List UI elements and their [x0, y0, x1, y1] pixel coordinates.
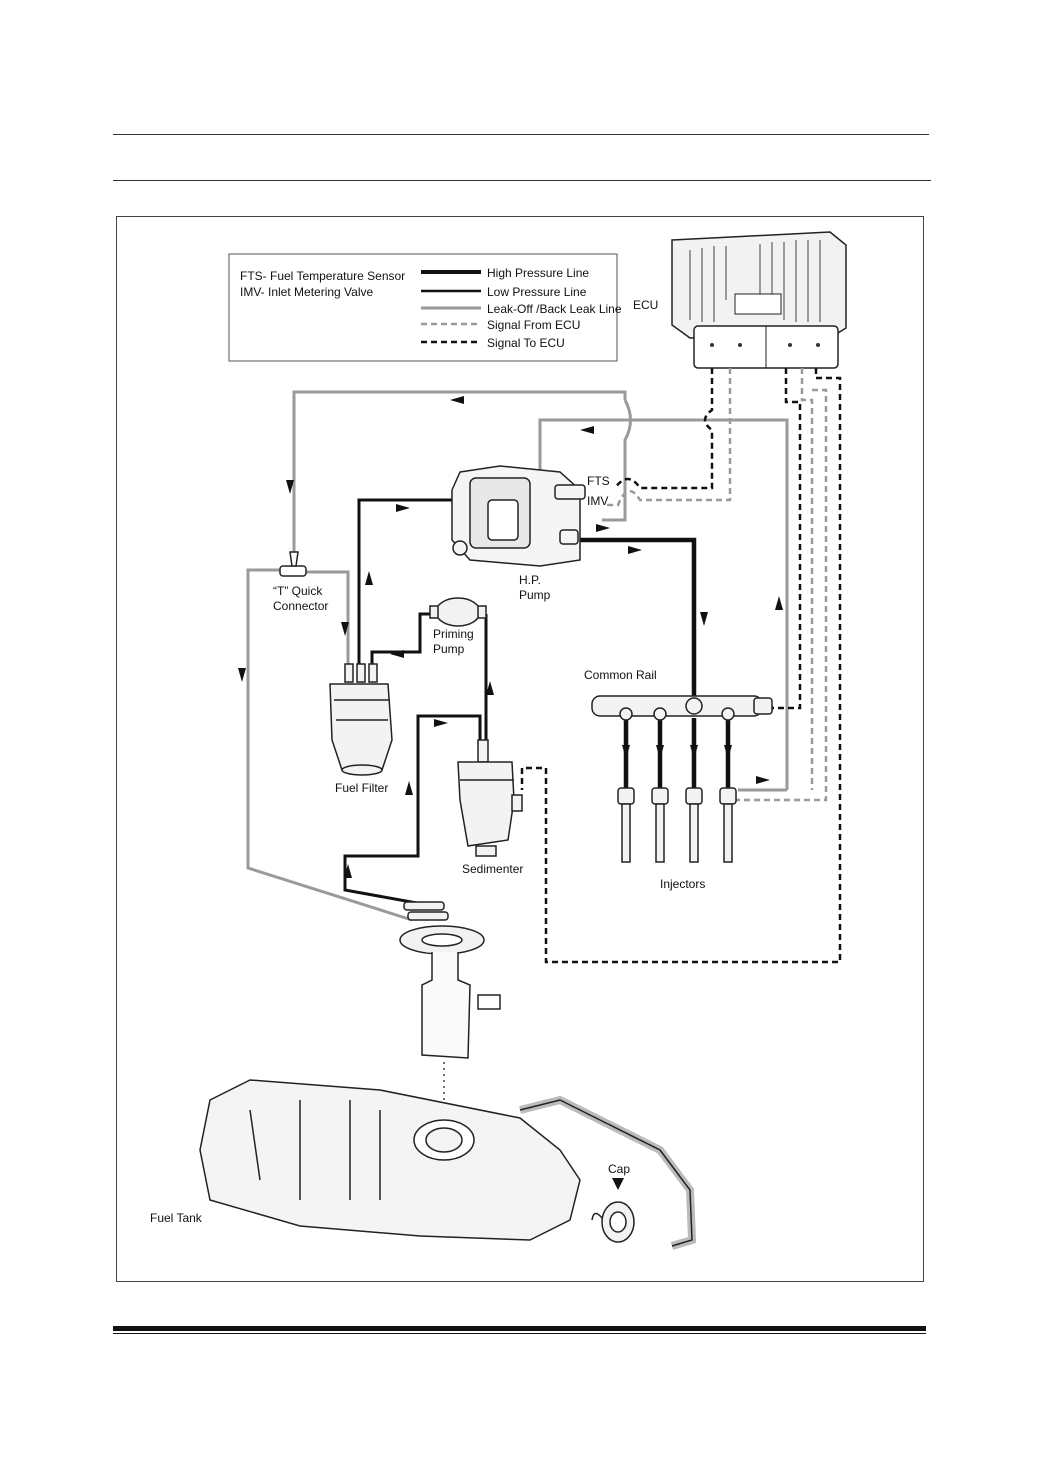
arrow-priming-left [390, 650, 404, 658]
signal-to-ecu-lines [520, 368, 842, 964]
legend-abbr-imv: IMV- Inlet Metering Valve [240, 285, 373, 299]
t-quick-connector [279, 551, 307, 577]
diagram-frame [116, 216, 924, 1282]
header-rule-top [113, 134, 929, 135]
injector-1 [617, 787, 635, 863]
injectors [617, 787, 737, 863]
arrow-cap-down [612, 1178, 624, 1190]
fuel-cap [591, 1201, 635, 1243]
imv-label: IMV [587, 494, 608, 508]
high-pressure-lines [570, 537, 731, 790]
legend-item-signal-from-ecu: Signal From ECU [487, 318, 580, 332]
legend: FTS- Fuel Temperature Sensor IMV- Inlet … [228, 253, 622, 362]
priming-pump [429, 597, 487, 627]
legend-item-leak-off: Leak-Off /Back Leak Line [487, 302, 622, 316]
arrow-tank-return-down [238, 668, 246, 682]
ecu-label: ECU [633, 298, 658, 312]
arrow-sedimenter-right [434, 719, 448, 727]
fuel-pump-module [399, 901, 501, 1059]
fuel-filter [329, 663, 393, 776]
fuel-tank [199, 1079, 697, 1250]
arrow-lp-right [396, 504, 410, 512]
hp-pump-label-line2: Pump [519, 588, 551, 602]
arrow-priming-up [486, 681, 494, 695]
sedimenter-label: Sedimenter [462, 862, 523, 876]
arrow-leak-down [286, 480, 294, 494]
arrow-leak-up [775, 596, 783, 610]
common-rail-label: Common Rail [584, 668, 657, 682]
fuel-filter-label: Fuel Filter [335, 781, 388, 795]
footer-rule-thick [113, 1326, 926, 1331]
arrow-leak-return-left-2 [580, 426, 594, 434]
legend-item-high-pressure: High Pressure Line [487, 266, 589, 280]
arrow-filter-up [405, 781, 413, 795]
hp-pump [451, 465, 586, 567]
injector-3 [685, 787, 703, 863]
signal-from-ecu-lines [605, 368, 828, 802]
fts-label: FTS [587, 474, 610, 488]
arrow-rail-down [700, 612, 708, 626]
legend-item-signal-to-ecu: Signal To ECU [487, 336, 565, 350]
sedimenter [457, 739, 523, 857]
arrow-lp-up [365, 571, 373, 585]
priming-pump-label-line2: Pump [433, 642, 465, 656]
arrow-pump-out [596, 524, 610, 532]
priming-pump-label-line1: Priming [433, 627, 474, 641]
hp-pump-label-line1: H.P. [519, 573, 541, 587]
flow-arrows [238, 396, 783, 1190]
arrow-filter-down [341, 622, 349, 636]
arrow-injector-leak-right [756, 776, 770, 784]
arrow-leak-return-left [450, 396, 464, 404]
t-connector-label-line1: “T” Quick [273, 584, 323, 598]
legend-item-low-pressure: Low Pressure Line [487, 285, 587, 299]
arrow-tank-up [344, 864, 352, 878]
common-rail [591, 695, 773, 721]
legend-abbr-fts: FTS- Fuel Temperature Sensor [240, 269, 405, 283]
fuel-tank-label: Fuel Tank [150, 1211, 203, 1225]
injectors-label: Injectors [660, 877, 705, 891]
footer-rule-thin [113, 1333, 926, 1334]
arrow-injector-4 [724, 745, 732, 759]
arrow-injector-3 [690, 745, 698, 759]
t-connector-label-line2: Connector [273, 599, 328, 613]
ecu-unit [671, 231, 847, 369]
injector-4 [719, 787, 737, 863]
header-rule-bottom [113, 180, 931, 181]
arrow-injector-2 [656, 745, 664, 759]
leak-off-lines [246, 390, 789, 922]
injector-2 [651, 787, 669, 863]
cap-label: Cap [608, 1162, 630, 1176]
arrow-injector-1 [622, 745, 630, 759]
arrow-hp-right [628, 546, 642, 554]
